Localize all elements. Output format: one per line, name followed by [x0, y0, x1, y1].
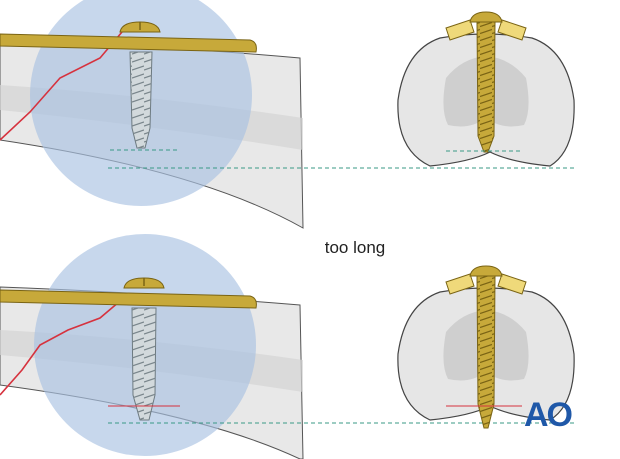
caption-too-long: too long [324, 238, 386, 257]
panel-correct-length [0, 0, 575, 229]
cross-section-top [397, 11, 575, 167]
side-view-top [0, 0, 574, 229]
cross-section-bottom [397, 265, 575, 429]
bone-plate [0, 289, 257, 309]
plate-segment-left [445, 273, 475, 295]
ao-logo: AO [524, 396, 573, 434]
panel-too-long [0, 234, 575, 459]
side-view-bottom [0, 234, 574, 459]
fracture-line [0, 295, 127, 396]
screw-head-section [469, 265, 503, 277]
plate-segment-right [497, 273, 527, 295]
plate-segment-left [445, 19, 475, 41]
fracture-line [0, 31, 123, 141]
screw-head-section [469, 11, 503, 23]
bone-plate [0, 33, 257, 53]
plate-segment-right [497, 19, 527, 41]
